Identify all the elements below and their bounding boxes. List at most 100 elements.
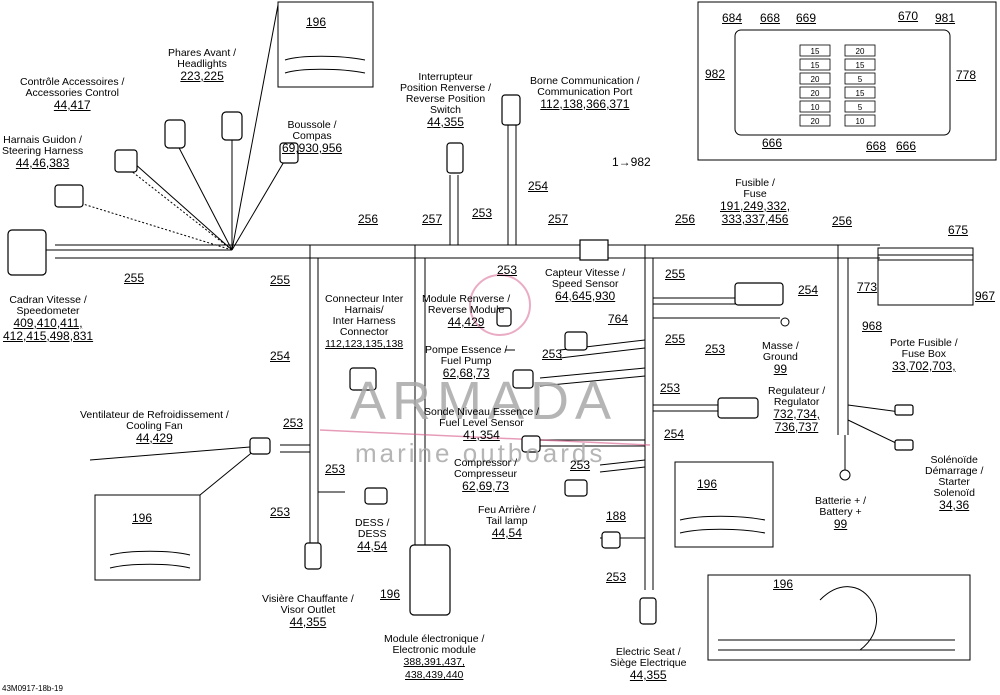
- label-dess: DESS /DESS 44,54: [355, 517, 390, 553]
- wire-number: 254: [664, 427, 685, 441]
- fuse-slot: [844, 114, 876, 127]
- label-regulator: Regulateur /Regulator 732,734,736,737: [768, 385, 826, 434]
- wire-number: 188: [606, 509, 627, 523]
- wire-number: 253: [472, 206, 493, 220]
- wire-number: 253: [606, 570, 627, 584]
- wire-number: 764: [608, 312, 629, 326]
- wire-number: 666: [896, 139, 917, 153]
- label-speed-sensor: Capteur Vitesse /Speed Sensor 64,645,930: [545, 267, 626, 303]
- fuse-slot: [799, 44, 831, 57]
- wire-number: 257: [422, 212, 443, 226]
- label-ground: Masse /Ground 99: [762, 340, 799, 376]
- fuse-slot-label: 10: [856, 117, 865, 126]
- fuse-slot-label: 15: [811, 47, 820, 56]
- wire-number: 773: [857, 280, 878, 294]
- wire-number: 675: [948, 223, 969, 237]
- label-visor-outlet: Visière Chauffante /Visor Outlet 44,355: [262, 593, 354, 629]
- fuse-slot: [844, 72, 876, 85]
- fuse-slot: [844, 58, 876, 71]
- wire-number: 254: [528, 179, 549, 193]
- wire-number: 257: [548, 212, 569, 226]
- wire-number: 256: [832, 214, 853, 228]
- wire-number: 666: [762, 136, 783, 150]
- wire-number: 670: [898, 9, 919, 23]
- fuse-slot-label: 20: [811, 75, 820, 84]
- fuse-slot-label: 15: [856, 89, 865, 98]
- label-steering-harness: Harnais Guidon /Steering Harness 44,46,3…: [2, 134, 84, 170]
- fuse-slot-label: 5: [858, 75, 863, 84]
- fuse-slot: [844, 44, 876, 57]
- watermark-brand: ARMADA: [350, 371, 618, 431]
- wire-number: 256: [675, 212, 696, 226]
- label-fuse-box: Porte Fusible /Fuse Box 33,702,703,: [890, 337, 958, 373]
- wire-number: 684: [722, 11, 743, 25]
- fuse-slot: [844, 100, 876, 113]
- wire-number: 253: [705, 342, 726, 356]
- fuse-slot: [799, 86, 831, 99]
- label-headlights: Phares Avant /Headlights 223,225: [168, 47, 237, 83]
- fuse-slot: [799, 58, 831, 71]
- center-branch-wire: [644, 245, 654, 590]
- wire-number: 1→982: [612, 155, 651, 169]
- wire-number: 196: [380, 587, 401, 601]
- fuse-slot-label: 20: [811, 89, 820, 98]
- wire-number: 196: [132, 511, 153, 525]
- label-accessories-control: Contrôle Accessoires /Accessories Contro…: [20, 76, 125, 112]
- label-communication-port: Borne Communication /Communication Port …: [530, 75, 640, 111]
- wire-number: 668: [866, 139, 887, 153]
- label-compressor: Compressor /Compresseur 62,69,73: [454, 457, 518, 493]
- electronic-module-box: [409, 544, 451, 616]
- fuse-slot-label: 15: [811, 61, 820, 70]
- label-compass: Boussole /Compas 69,930,956: [282, 119, 343, 155]
- label-fuel-level-sensor: Sonde Niveau Essence /Fuel Level Sensor …: [424, 406, 539, 442]
- wire-number: 253: [325, 462, 346, 476]
- left-branch-wire: [309, 245, 319, 560]
- wire-number: 255: [665, 332, 686, 346]
- wire-number: 255: [665, 267, 686, 281]
- fuse-slot-label: 10: [811, 103, 820, 112]
- fuse-slot-label: 15: [856, 61, 865, 70]
- wire-number: 255: [124, 271, 145, 285]
- wire-number: 253: [497, 263, 518, 277]
- fuse-slot-label: 20: [811, 117, 820, 126]
- wire-number: 982: [705, 67, 726, 81]
- wire-number: 253: [283, 416, 304, 430]
- wire-number: 196: [306, 15, 327, 29]
- label-cooling-fan: Ventilateur de Refroidissement /Cooling …: [80, 409, 229, 445]
- fuse-slot: [799, 114, 831, 127]
- label-reverse-module: Module Renverse /Reverse Module 44,429: [422, 293, 511, 329]
- fuse-slot: [844, 86, 876, 99]
- wire-number: 196: [773, 577, 794, 591]
- watermark-subtitle: marine outboards: [355, 438, 606, 468]
- fuse-slot-label: 5: [858, 103, 863, 112]
- main-harness-wire: [55, 244, 880, 259]
- wire-number: 669: [796, 11, 817, 25]
- wire-number: 778: [956, 68, 977, 82]
- fuse-slot: [799, 100, 831, 113]
- wire-number: 967: [975, 289, 996, 303]
- wire-number: 254: [798, 283, 819, 297]
- diagram-code: 43M0917-18b-19: [2, 684, 63, 693]
- wire-number: 254: [270, 349, 291, 363]
- label-fuse: Fusible /Fuse 191,249,332,333,337,456: [720, 177, 791, 226]
- wire-number: 256: [358, 212, 379, 226]
- wire-number: 253: [270, 505, 291, 519]
- label-tail-lamp: Feu Arrière /Tail lamp 44,54: [478, 504, 536, 540]
- label-electronic-module: Module électronique /Electronic module 3…: [384, 633, 485, 682]
- speedometer-connector: [7, 229, 47, 276]
- wire-number: 968: [862, 319, 883, 333]
- wire-number: 981: [935, 11, 956, 25]
- label-electric-seat: Electric Seat /Siège Electrique 44,355: [610, 646, 687, 682]
- wire-number: 255: [270, 273, 291, 287]
- wire-number: 253: [660, 381, 681, 395]
- fuse-slot-label: 20: [856, 47, 865, 56]
- wire-number: 253: [570, 458, 591, 472]
- wire-number: 668: [760, 11, 781, 25]
- label-speedometer: Cadran Vitesse /Speedometer 409,410,411,…: [3, 294, 94, 343]
- fuse-slot: [799, 72, 831, 85]
